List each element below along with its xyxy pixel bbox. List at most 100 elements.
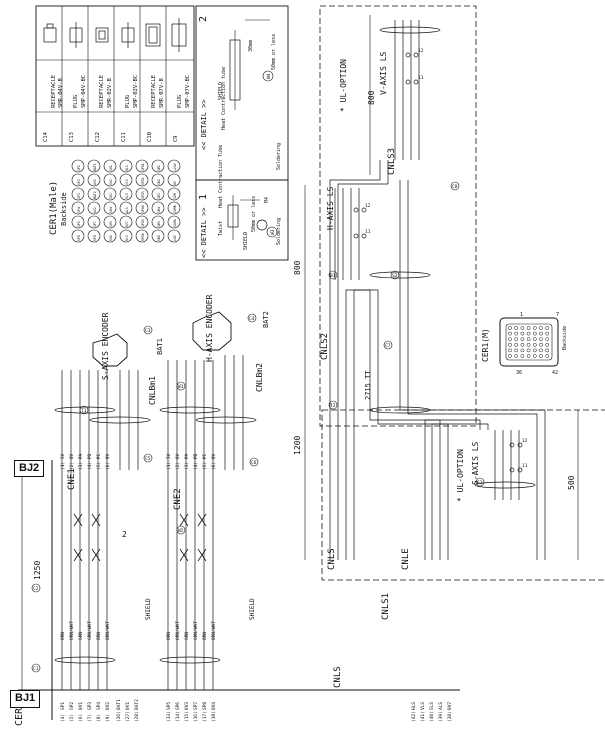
ref-c1: C1 [33, 666, 39, 672]
pin-label: SP1 [77, 165, 81, 171]
pin-label: OV1 [93, 179, 97, 185]
cer1-m-pin [545, 354, 550, 358]
ref-c2: C2 [33, 586, 39, 592]
cer1-m-pin [526, 348, 531, 353]
dim-500: 500 [567, 475, 576, 490]
wire-label: ORN [166, 632, 172, 640]
h-axis-encoder-label: H-AXIS ENCODER [205, 294, 214, 362]
pin-label: S06 [109, 235, 113, 241]
ref-c4: C4 [249, 316, 255, 322]
part-number: SMP-07V-BC [185, 75, 191, 108]
detail1-frame [195, 179, 289, 261]
wire-label: (42) [411, 711, 417, 722]
detail1-number: 1 [198, 194, 209, 200]
pin-label: SB5 [157, 221, 161, 227]
dimension-lines [21, 15, 579, 690]
wire-label: GRN [184, 632, 190, 640]
wire-label: SP2 [69, 702, 75, 710]
pin-cell [119, 229, 133, 243]
cer1-m-pin7: 7 [556, 312, 559, 318]
pin-cell [151, 173, 165, 187]
s-axis-encoder-label: S-AXIS ENCODER [101, 312, 110, 380]
cer1-m-pin [532, 337, 537, 342]
pin-label: S04 [109, 207, 113, 213]
detail2-w4: W4 [266, 73, 272, 79]
pin-label: SB2 [157, 179, 161, 185]
cer1-m-pin [508, 326, 512, 330]
s-axis-encoder-shape [92, 333, 128, 367]
wire-label: (18) [211, 711, 217, 722]
cer1-m-pin [532, 331, 537, 336]
cer1-m-pin [508, 342, 512, 347]
cer1-m-pin [520, 342, 525, 347]
wire-label: GRN [78, 632, 84, 640]
dim-1250: 1250 [33, 561, 42, 580]
wire-label: 0V3 [184, 702, 190, 710]
wire-label: (9) [105, 714, 111, 722]
part-id: C10 [147, 132, 153, 142]
bundle-tie [159, 406, 221, 414]
pin-label: 0V7 [125, 221, 129, 227]
pin-label: SP7 [93, 221, 97, 227]
cer1-m-pin [514, 326, 519, 330]
part-name: RECEPTACLE [151, 75, 157, 108]
cer1-m-pin42: 42 [552, 370, 558, 376]
cer1-m-pin [520, 331, 525, 336]
wire-label: GRN/WHT [193, 621, 199, 640]
detail1-tube-label: Heat Contraction Tube [218, 145, 224, 208]
cer1-m-pin [532, 348, 537, 353]
pin-cell [135, 159, 149, 173]
cer1-m-pin [514, 331, 519, 336]
wire-label: 0V1 [125, 702, 131, 710]
bundle-tie [54, 656, 116, 664]
wire-label: (4) PB [87, 453, 93, 470]
pin-cell [103, 187, 117, 201]
wire-label: SP8 [202, 702, 208, 710]
pin-label: SPD6 [141, 233, 145, 241]
ref-t2: T2 [330, 403, 336, 409]
shield-label: SHIELD [249, 598, 256, 620]
wire-label: (5) PC [202, 453, 208, 470]
part-number: SMP-02V-BC [133, 75, 139, 108]
pin-cell [103, 201, 117, 215]
pin-cell [167, 159, 181, 173]
cer1-m-pin [539, 326, 543, 330]
pin-cell [103, 173, 117, 187]
pin-label: SLS [125, 193, 129, 199]
twist-mark [179, 513, 189, 527]
pin-cell [87, 215, 101, 229]
cnlbm2-label: CNLBm2 [255, 363, 264, 392]
cnls2-label: CNLS2 [320, 333, 330, 360]
detail1-w3: W3 [270, 229, 276, 235]
detail1-shield: SHIELD [243, 232, 249, 250]
wire-label: (6) 0V [211, 453, 217, 470]
cer1-m-pin [514, 348, 519, 353]
wire-label: (7) [87, 714, 93, 722]
wire-label: (41) [420, 711, 426, 722]
wire-label: (16) [193, 711, 199, 722]
wire-label: GRN/WHT [87, 621, 93, 640]
ref-s2: S2 [392, 273, 398, 279]
cer1-m-pin [508, 354, 512, 358]
wire-label: SP6 [175, 702, 181, 710]
pin-label: SP3 [77, 193, 81, 199]
pin-label: SP6 [77, 235, 81, 241]
wire-label: 0V1 [78, 702, 84, 710]
cer1-m-subtitle: Backside [562, 326, 568, 350]
bundle-tie [89, 416, 151, 424]
cer1-m-pin [539, 342, 543, 347]
pin-cell [103, 229, 117, 243]
cable-bundles [54, 26, 536, 690]
detail2-frame [195, 5, 289, 181]
cer1-m-pin [508, 331, 512, 336]
wire-label: (1) 5V [60, 453, 66, 470]
detail1-m4: M4 [264, 197, 270, 203]
cer1-m-pin [532, 354, 537, 358]
wire-label: BAT1 [116, 699, 122, 710]
pin-cell [103, 159, 117, 173]
dim-1200: 1200 [293, 436, 302, 455]
detail1-title: << DETAIL >> [200, 207, 208, 258]
detail1-note: Soldering [276, 218, 282, 245]
